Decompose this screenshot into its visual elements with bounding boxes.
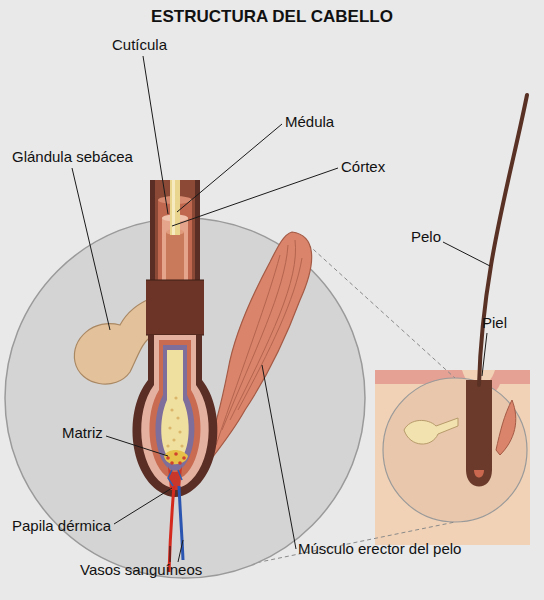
muscle-fibers [216,240,302,445]
inset-circle [383,378,527,522]
part-label: Pelo [411,228,441,246]
part-label: Matriz [62,424,103,442]
inset-papilla [474,470,484,478]
hair-bulb [133,335,218,497]
part-label: Médula [285,113,334,131]
part-label: Papila dérmica [12,517,111,535]
diagram-title: ESTRUCTURA DEL CABELLO [0,6,544,28]
artery [169,486,174,572]
inset-gland [404,418,458,444]
sebaceous-gland [74,298,152,384]
hair-strand [479,95,527,385]
inset-follicle [466,380,492,487]
skin-inset [375,95,530,545]
inset-muscle [496,400,516,455]
part-label: Vasos sanguíneos [80,561,202,579]
part-label: Glándula sebácea [12,148,133,166]
part-label: Cutícula [112,36,167,54]
hair-shaft [146,180,204,340]
erector-muscle [206,232,312,458]
part-label: Músculo erector del pelo [298,540,461,558]
part-label: Piel [482,314,507,332]
part-label: Córtex [341,158,385,176]
magnify-circle [5,218,365,578]
leader-lines [72,56,490,562]
skin-block [375,370,530,545]
